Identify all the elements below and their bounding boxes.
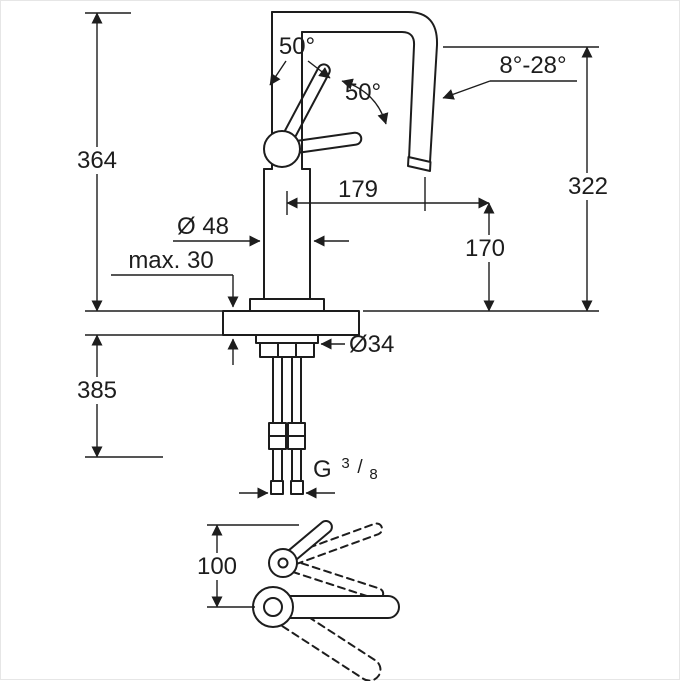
- supply-connections: [255, 334, 319, 495]
- dim-label-handle-projection: 100: [197, 553, 237, 580]
- angle-spout-tilt: 8°-28°: [442, 52, 577, 100]
- handle-pivot: [263, 130, 301, 168]
- escutcheon: [249, 298, 325, 312]
- faucet-plan-view: [252, 520, 400, 681]
- dimension-outlet-height: 170: [459, 202, 512, 312]
- mounting-nut: [259, 342, 315, 358]
- hose-fitting-left: [270, 480, 284, 495]
- dim-label-outlet-height: 170: [465, 235, 505, 262]
- dimension-below-counter: 385: [70, 334, 254, 458]
- plan-handle-cap: [268, 548, 298, 578]
- dim-label-hole-diameter: Ø34: [349, 331, 394, 358]
- hose-right: [291, 356, 302, 482]
- thread-prefix: G: [313, 456, 332, 483]
- dim-label-spout-reach: 179: [338, 176, 378, 203]
- plan-spout-center: [263, 597, 283, 617]
- dimension-hole-diameter: Ø34: [320, 331, 394, 358]
- spout-outer-edge: [271, 11, 439, 163]
- label-backdrop: [560, 173, 616, 200]
- label-backdrop: [70, 147, 124, 174]
- dim-label-height-to-spout: 322: [568, 173, 608, 200]
- plan-spout-base: [252, 586, 294, 628]
- leader-line: [442, 80, 491, 100]
- dimension-max-counter-thickness: max. 30: [111, 247, 239, 365]
- spout-inner-edge: [301, 31, 416, 160]
- dim-label-thread-size: G 3 / 8: [313, 447, 378, 483]
- dimension-height-to-spout: 322: [363, 46, 616, 312]
- dim-label-max-counter-thickness: max. 30: [128, 247, 213, 274]
- angle-handle-lower: 50°: [341, 78, 389, 125]
- dimension-body-diameter: Ø 48: [173, 213, 349, 247]
- dim-label-body-diameter: Ø 48: [177, 213, 229, 240]
- label-backdrop: [70, 377, 124, 404]
- angle-label-lower: 50°: [345, 79, 381, 106]
- dimension-spout-reach: 179: [286, 176, 490, 215]
- dim-label-total-height: 364: [77, 147, 117, 174]
- dimension-total-height: 364: [70, 12, 241, 312]
- counter-left: [222, 310, 257, 336]
- leader-line: [307, 60, 331, 79]
- label-backdrop: [191, 553, 244, 580]
- thread-numerator: 3: [341, 455, 349, 472]
- thread-slash: /: [357, 457, 363, 478]
- angle-arc: [341, 78, 389, 125]
- label-backdrop: [459, 235, 512, 262]
- hose-fitting-right: [290, 480, 304, 495]
- handle-swing-upper-ghost: [281, 522, 383, 568]
- dimension-handle-projection: 100: [191, 524, 299, 608]
- angle-handle-upper: 50°: [269, 33, 331, 86]
- leader-line: [269, 60, 287, 86]
- counter-section: [222, 298, 360, 336]
- hose-left: [272, 356, 283, 482]
- washer: [255, 334, 319, 344]
- angle-label-spout-tilt: 8°-28°: [499, 52, 566, 79]
- nut-facets: [277, 342, 297, 358]
- dimension-thread-size: G 3 / 8: [239, 447, 378, 499]
- plan-handle-center: [277, 557, 289, 569]
- dim-label-below-counter: 385: [77, 377, 117, 404]
- faucet-side-view: [263, 11, 439, 300]
- thread-denominator: 8: [369, 466, 377, 483]
- counter-right: [317, 310, 360, 336]
- angle-label-upper: 50°: [279, 33, 315, 60]
- spout-outlet: [407, 156, 432, 172]
